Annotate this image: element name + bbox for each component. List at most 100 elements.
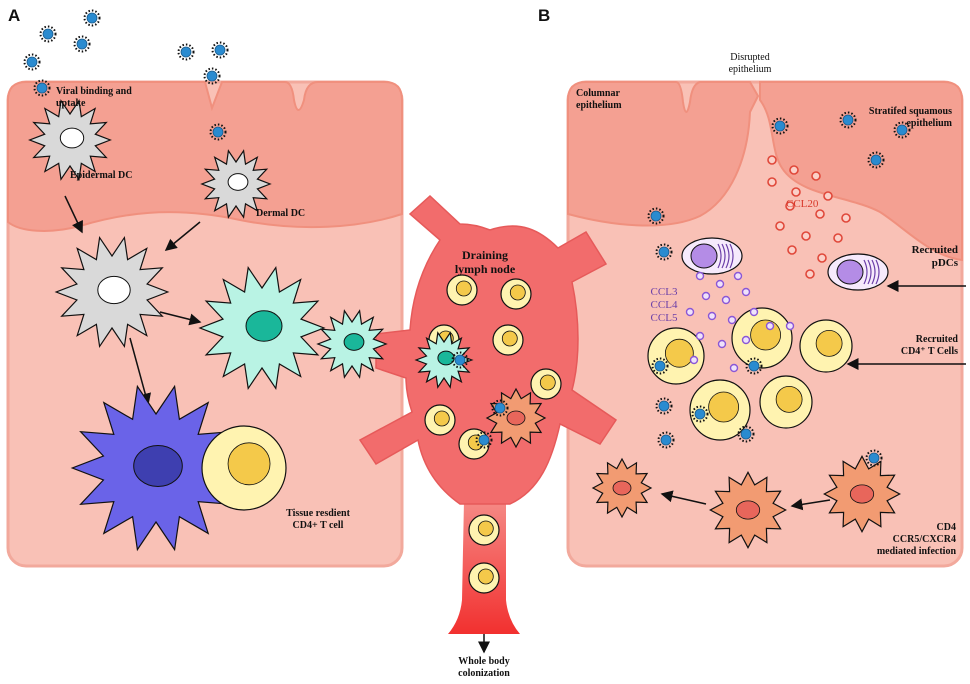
- stratified-epithelium-layer: [759, 81, 963, 262]
- synapse-dc: [70, 384, 242, 552]
- lymph-node-t-cell-nucleus: [509, 284, 526, 301]
- infected-cell-2: [709, 471, 787, 549]
- virus-envelope: [647, 207, 665, 225]
- virus-core: [868, 452, 880, 464]
- virus-particle: [771, 117, 789, 135]
- migrating-dc-small-nucleus: [343, 333, 365, 351]
- virus-core: [76, 38, 88, 50]
- virus-particle: [657, 431, 675, 449]
- virus-envelope: [691, 405, 709, 423]
- virus-core: [870, 154, 882, 166]
- lymph-node-t-cell: [468, 562, 500, 594]
- virus-envelope: [211, 41, 229, 59]
- disrupted-epithelium-label: Disrupted epithelium: [728, 52, 772, 75]
- lymph-node-t-cell-nucleus: [455, 280, 472, 297]
- lymph-node-dc-nucleus: [437, 350, 455, 366]
- virus-particle: [655, 397, 673, 415]
- migrating-dc: [198, 265, 326, 391]
- virus-particle: [33, 79, 51, 97]
- panel-a-letter: A: [8, 6, 21, 25]
- lymph-node-infected-cell: [485, 387, 547, 449]
- virus-particle: [691, 405, 709, 423]
- recruited-t-cell: [647, 327, 705, 385]
- infected-cell-2-nucleus: [735, 500, 761, 520]
- lymph-node-t-cell-nucleus: [477, 520, 494, 537]
- lymph-node-dc: [414, 331, 474, 389]
- virus-particle: [73, 35, 91, 53]
- pdc-upper: [681, 237, 743, 275]
- pdc-recruited-nucleus: [836, 259, 864, 285]
- tissue-resident-t-cell-nucleus: [227, 442, 271, 486]
- virus-particle: [211, 41, 229, 59]
- ccl20-dot: [801, 231, 811, 241]
- infected-cell-3-nucleus: [612, 480, 632, 496]
- virus-core: [26, 56, 38, 68]
- epithelium-layer-a: [7, 81, 403, 232]
- dermal-dc: [200, 149, 272, 219]
- ccl-dot: [721, 295, 731, 305]
- ccl-dot: [695, 271, 705, 281]
- virus-core: [740, 428, 752, 440]
- virus-particle: [839, 111, 857, 129]
- virus-particle: [209, 123, 227, 141]
- infection-label: CD4 CCR5/CXCR4 mediated infection: [876, 522, 956, 557]
- migrating-dc-small: [316, 309, 388, 379]
- virus-particle: [865, 449, 883, 467]
- virus-core: [494, 402, 506, 414]
- stratified-epithelium-label: Stratifed squamous epithelium: [868, 106, 952, 129]
- lymph-node-t-cell-nucleus: [433, 410, 450, 427]
- virus-particle: [475, 431, 493, 449]
- virus-particle: [867, 151, 885, 169]
- chemokine-layer: [685, 155, 851, 373]
- recruited-t-cells-label: Recruited CD4⁺ T Cells: [900, 334, 958, 357]
- recruited-t-cell-nucleus: [775, 385, 803, 413]
- ccl20-dot: [805, 269, 815, 279]
- arrow-epidermal-to-dc: [64, 195, 83, 234]
- virus-core: [748, 360, 760, 372]
- virus-particle: [83, 9, 101, 27]
- virus-envelope: [39, 25, 57, 43]
- ccl-dot: [685, 307, 695, 317]
- recruited-t-cell: [689, 379, 751, 441]
- virus-core: [658, 400, 670, 412]
- ccl-dot: [741, 335, 751, 345]
- ccl-dot: [741, 287, 751, 297]
- ccl-dot: [727, 315, 737, 325]
- ccl20-dot: [815, 209, 825, 219]
- virus-envelope: [83, 9, 101, 27]
- pdc-upper-nucleus: [690, 243, 718, 269]
- pdc-upper-er: [729, 243, 734, 269]
- lymph-node-t-cell: [446, 274, 478, 306]
- epidermal-dc-label: Epidermal DC: [70, 170, 133, 181]
- virus-core: [36, 82, 48, 94]
- recruited-t-cell: [759, 375, 813, 429]
- tissue-resident-t-cell: [201, 425, 287, 511]
- virus-core: [212, 126, 224, 138]
- virus-particle: [23, 53, 41, 71]
- tissue-resident-label: Tissue resdient CD4+ T cell: [286, 508, 350, 531]
- virus-core: [660, 434, 672, 446]
- arrows: [64, 195, 966, 654]
- ccl20-dot: [787, 245, 797, 255]
- virus-envelope: [893, 121, 911, 139]
- ccl-dot: [765, 321, 775, 331]
- ccl20-dot: [841, 213, 851, 223]
- ccl-dot: [733, 271, 743, 281]
- lymph-node-t-cell: [492, 324, 524, 356]
- virus-particle: [893, 121, 911, 139]
- infected-cell-3: [591, 457, 653, 519]
- columnar-epithelium-label: Columnar epithelium: [576, 88, 622, 111]
- panel-b-letter: B: [538, 6, 551, 25]
- ccl20-dot: [811, 171, 821, 181]
- recruited-t-cell-nucleus: [815, 329, 843, 357]
- ccl-dot: [695, 331, 705, 341]
- infected-cell-1-nucleus: [849, 484, 875, 504]
- virus-envelope: [651, 357, 669, 375]
- lymph-node-t-cell: [468, 514, 500, 546]
- ccl20-dot: [823, 191, 833, 201]
- pdc-recruited-er: [871, 259, 876, 285]
- virus-envelope: [203, 67, 221, 85]
- virus-particle: [651, 357, 669, 375]
- virus-core: [214, 44, 226, 56]
- recruited-t-cell-nucleus: [750, 319, 781, 351]
